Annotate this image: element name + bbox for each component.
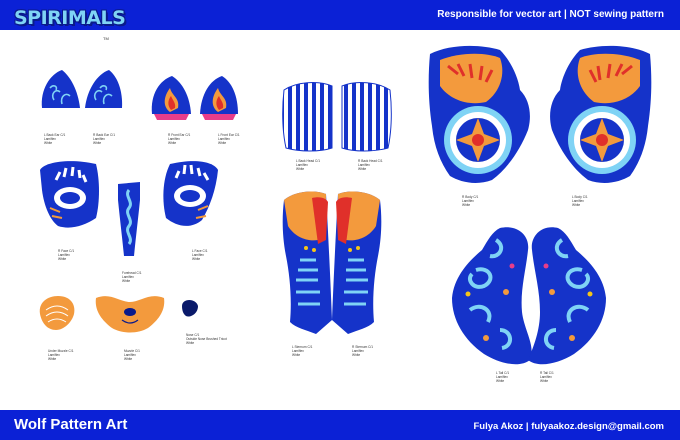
trademark-mark: TM: [103, 36, 109, 41]
header-bar: [0, 0, 680, 30]
designer-credit: Fulya Akoz | fulyaakoz.design@gmail.com: [473, 421, 664, 432]
footer-bar: [0, 410, 680, 440]
page-title: Wolf Pattern Art: [14, 416, 128, 433]
spirimals-logo: SPIRIMALS: [14, 7, 126, 29]
header-note: Responsible for vector art | NOT sewing …: [437, 9, 664, 20]
